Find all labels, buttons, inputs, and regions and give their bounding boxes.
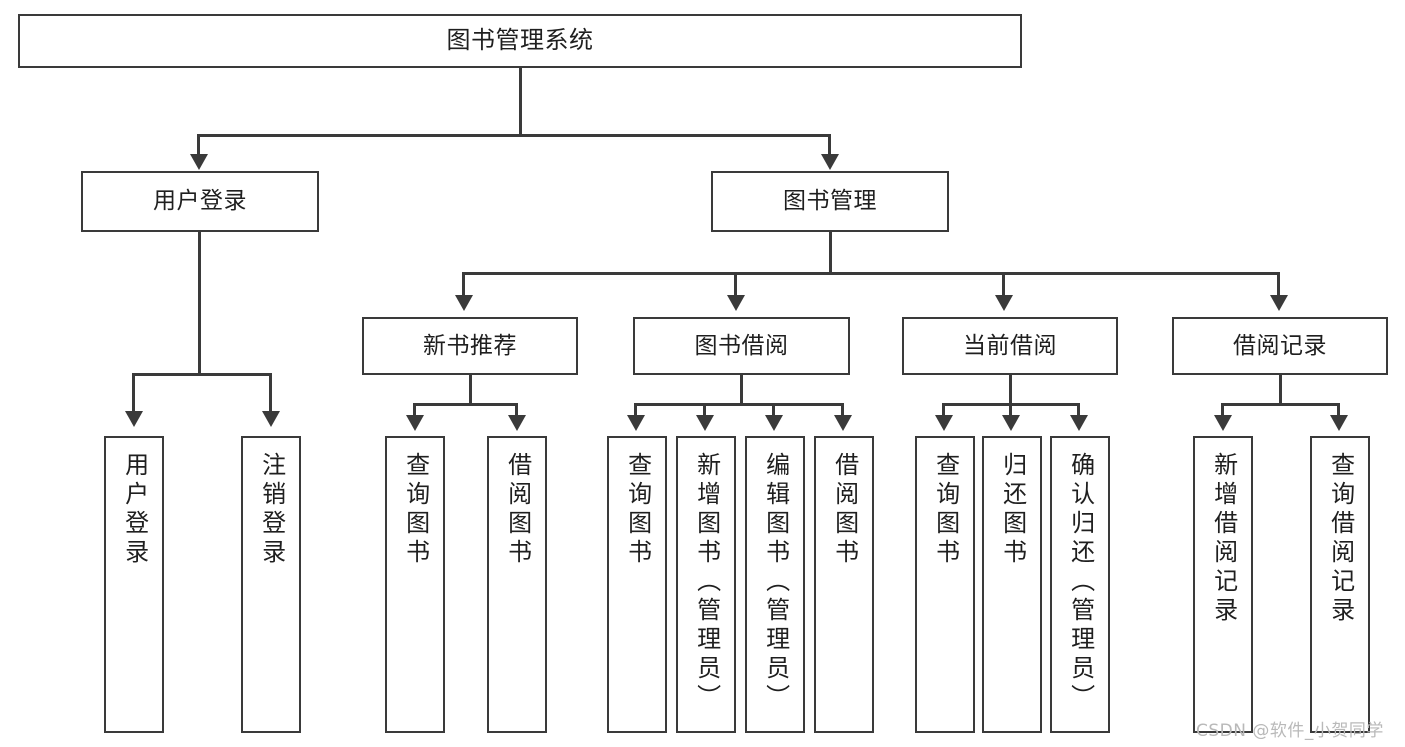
node-leaf-logout[interactable]: 注销登录 bbox=[241, 436, 301, 733]
node-current-borrow[interactable]: 当前借阅 bbox=[902, 317, 1118, 375]
connector-bb-to-leaf-3 bbox=[772, 403, 775, 417]
arrowhead-borrow-record bbox=[1270, 295, 1288, 311]
node-borrow-record[interactable]: 借阅记录 bbox=[1172, 317, 1388, 375]
arrowhead-leaf-query-book-2 bbox=[627, 415, 645, 431]
node-label: 确认归还（管理员） bbox=[1066, 452, 1095, 713]
node-leaf-add-book[interactable]: 新增图书（管理员） bbox=[676, 436, 736, 733]
node-new-book-recommend[interactable]: 新书推荐 bbox=[362, 317, 578, 375]
arrowhead-leaf-user-login bbox=[125, 411, 143, 427]
node-label: 借阅记录 bbox=[1233, 332, 1327, 359]
node-label: 注销登录 bbox=[257, 452, 286, 568]
connector-cb-to-leaf-3 bbox=[1077, 403, 1080, 417]
connector-bm-to-borrow-record bbox=[1277, 272, 1280, 297]
connector-user-login-stem bbox=[198, 232, 201, 373]
node-leaf-edit-book[interactable]: 编辑图书（管理员） bbox=[745, 436, 805, 733]
node-leaf-query-book-2[interactable]: 查询图书 bbox=[607, 436, 667, 733]
arrowhead-book-management bbox=[821, 154, 839, 170]
arrowhead-leaf-query-book-1 bbox=[406, 415, 424, 431]
connector-bb-to-leaf-1 bbox=[634, 403, 637, 417]
node-label: 编辑图书（管理员） bbox=[761, 452, 790, 713]
connector-bm-to-book-borrow bbox=[734, 272, 737, 297]
arrowhead-leaf-edit-book bbox=[765, 415, 783, 431]
connector-current-borrow-stem bbox=[1009, 375, 1012, 403]
connector-nb-to-leaf-1 bbox=[413, 403, 416, 417]
connector-br-to-leaf-1 bbox=[1221, 403, 1224, 417]
node-label: 当前借阅 bbox=[963, 332, 1057, 359]
node-label: 查询图书 bbox=[931, 452, 960, 568]
node-user-login[interactable]: 用户登录 bbox=[81, 171, 319, 232]
arrowhead-leaf-confirm-return bbox=[1070, 415, 1088, 431]
arrowhead-leaf-return-book bbox=[1002, 415, 1020, 431]
node-label: 用户登录 bbox=[120, 452, 149, 568]
node-leaf-return-book[interactable]: 归还图书 bbox=[982, 436, 1042, 733]
arrowhead-user-login bbox=[190, 154, 208, 170]
connector-new-book-bus bbox=[413, 403, 518, 406]
connector-book-borrow-bus bbox=[634, 403, 844, 406]
connector-cb-to-leaf-1 bbox=[942, 403, 945, 417]
node-label: 新增借阅记录 bbox=[1209, 452, 1238, 626]
connector-user-login-to-leaf-1 bbox=[132, 373, 135, 413]
node-label: 新增图书（管理员） bbox=[692, 452, 721, 713]
connector-user-login-to-leaf-2 bbox=[269, 373, 272, 413]
connector-user-login-bus bbox=[132, 373, 269, 376]
connector-book-management-bus bbox=[462, 272, 1280, 275]
node-leaf-query-book-1[interactable]: 查询图书 bbox=[385, 436, 445, 733]
arrowhead-leaf-borrow-book-2 bbox=[834, 415, 852, 431]
node-label: 查询图书 bbox=[623, 452, 652, 568]
connector-bb-to-leaf-2 bbox=[703, 403, 706, 417]
node-label: 用户登录 bbox=[153, 188, 247, 215]
node-leaf-add-record[interactable]: 新增借阅记录 bbox=[1193, 436, 1253, 733]
node-label: 图书借阅 bbox=[694, 332, 789, 359]
connector-root-to-user-login bbox=[197, 134, 200, 156]
connector-root-stem bbox=[519, 68, 522, 134]
arrowhead-leaf-add-book bbox=[696, 415, 714, 431]
connector-br-to-leaf-2 bbox=[1337, 403, 1340, 417]
node-label: 新书推荐 bbox=[423, 332, 517, 359]
connector-new-book-stem bbox=[469, 375, 472, 403]
connector-nb-to-leaf-2 bbox=[515, 403, 518, 417]
connector-root-to-book-management bbox=[828, 134, 831, 156]
arrowhead-new-book-recommend bbox=[455, 295, 473, 311]
arrowhead-current-borrow bbox=[995, 295, 1013, 311]
node-label: 查询借阅记录 bbox=[1326, 452, 1355, 626]
connector-cb-to-leaf-2 bbox=[1009, 403, 1012, 417]
arrowhead-leaf-query-book-3 bbox=[935, 415, 953, 431]
node-leaf-user-login[interactable]: 用户登录 bbox=[104, 436, 164, 733]
node-leaf-borrow-book-2[interactable]: 借阅图书 bbox=[814, 436, 874, 733]
node-label: 归还图书 bbox=[998, 452, 1027, 568]
connector-book-management-stem bbox=[829, 232, 832, 272]
arrowhead-leaf-borrow-book-1 bbox=[508, 415, 526, 431]
connector-borrow-record-stem bbox=[1279, 375, 1282, 403]
connector-bm-to-current-borrow bbox=[1002, 272, 1005, 297]
node-label: 图书管理系统 bbox=[446, 26, 594, 55]
connector-bb-to-leaf-4 bbox=[841, 403, 844, 417]
node-leaf-query-record[interactable]: 查询借阅记录 bbox=[1310, 436, 1370, 733]
node-leaf-confirm-return[interactable]: 确认归还（管理员） bbox=[1050, 436, 1110, 733]
arrowhead-book-borrow bbox=[727, 295, 745, 311]
connector-bm-to-new-book bbox=[462, 272, 465, 297]
node-leaf-borrow-book-1[interactable]: 借阅图书 bbox=[487, 436, 547, 733]
node-label: 借阅图书 bbox=[830, 452, 859, 568]
node-root-book-management-system[interactable]: 图书管理系统 bbox=[18, 14, 1022, 68]
node-label: 图书管理 bbox=[783, 188, 877, 215]
arrowhead-leaf-query-record bbox=[1330, 415, 1348, 431]
connector-root-bus bbox=[197, 134, 831, 137]
node-label: 查询图书 bbox=[401, 452, 430, 568]
arrowhead-leaf-add-record bbox=[1214, 415, 1232, 431]
connector-book-borrow-stem bbox=[740, 375, 743, 403]
node-label: 借阅图书 bbox=[503, 452, 532, 568]
node-book-borrow[interactable]: 图书借阅 bbox=[633, 317, 850, 375]
arrowhead-leaf-logout bbox=[262, 411, 280, 427]
node-book-management[interactable]: 图书管理 bbox=[711, 171, 949, 232]
connector-borrow-record-bus bbox=[1221, 403, 1339, 406]
node-leaf-query-book-3[interactable]: 查询图书 bbox=[915, 436, 975, 733]
